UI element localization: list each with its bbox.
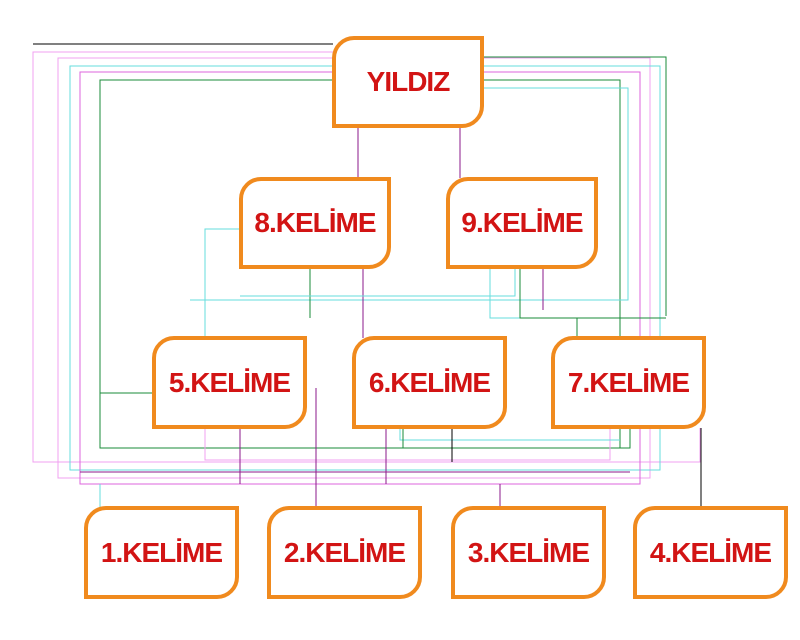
node-label: 8.KELİME	[254, 207, 376, 238]
node-word-2[interactable]: 2.KELİME	[267, 506, 422, 599]
connector-line	[204, 428, 611, 461]
connector-line	[79, 71, 641, 485]
node-label: 2.KELİME	[283, 536, 406, 568]
connector-line	[519, 268, 666, 319]
node-label: 9.KELİME	[461, 207, 583, 238]
connector-line	[190, 87, 629, 301]
connector-line	[484, 56, 667, 316]
connector-line	[99, 428, 631, 449]
node-label: 6.KELİME	[368, 366, 491, 398]
connector-line	[399, 428, 620, 441]
connector-line	[240, 268, 516, 297]
node-word-9[interactable]: 9.KELİME	[446, 177, 598, 269]
node-word-7[interactable]: 7.KELİME	[551, 336, 706, 429]
node-label: 3.KELİME	[467, 536, 590, 568]
node-label: 7.KELİME	[567, 366, 690, 398]
node-label: YILDIZ	[366, 66, 451, 97]
node-label: 4.KELİME	[649, 536, 772, 568]
node-word-4[interactable]: 4.KELİME	[633, 506, 788, 599]
node-word-5[interactable]: 5.KELİME	[152, 336, 307, 429]
node-word-6[interactable]: 6.KELİME	[352, 336, 507, 429]
connector-line	[489, 268, 640, 319]
connector-line	[57, 57, 651, 479]
node-label: 5.KELİME	[168, 366, 291, 398]
node-word-1[interactable]: 1.KELİME	[84, 506, 239, 599]
connector-line	[69, 65, 661, 471]
node-word-8[interactable]: 8.KELİME	[239, 177, 391, 269]
connector-line	[32, 51, 701, 463]
node-word-3[interactable]: 3.KELİME	[451, 506, 606, 599]
connector-line	[204, 228, 240, 338]
node-yildiz[interactable]: YILDIZ	[332, 36, 484, 128]
node-label: 1.KELİME	[100, 536, 223, 568]
